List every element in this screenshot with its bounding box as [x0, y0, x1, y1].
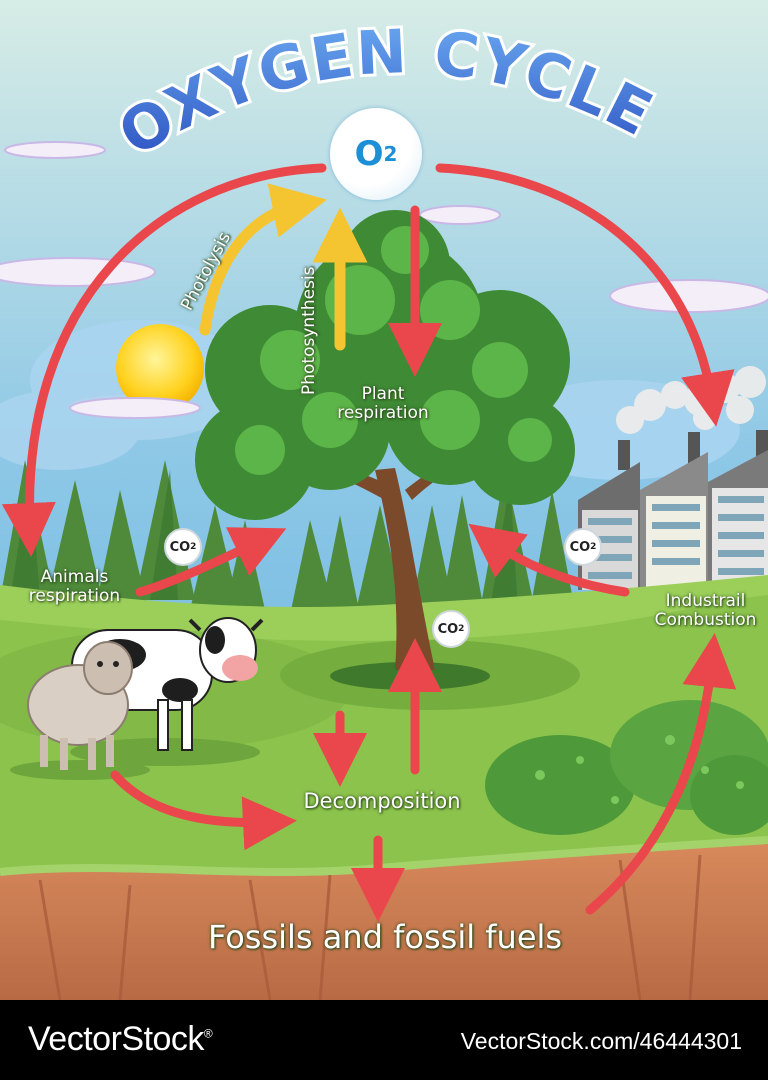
- brand-name: VectorStock: [28, 1020, 204, 1058]
- o2-subscript: 2: [383, 142, 398, 166]
- o2-symbol: O: [354, 134, 384, 174]
- brand-logo: VectorStock®: [28, 1020, 213, 1059]
- cycle-arrows: [1, 163, 737, 922]
- co2-symbol: CO: [437, 621, 459, 637]
- watermark-footer: VectorStock® VectorStock.com/46444301: [0, 1000, 768, 1080]
- label-fossils: Fossils and fossil fuels: [207, 918, 563, 956]
- light-arrows: [199, 183, 368, 351]
- label-decomposition: Decomposition: [303, 789, 461, 813]
- arrow-o2-to-animals: [1, 163, 327, 557]
- arrow-animals-co2-to-tree: [135, 527, 287, 597]
- sun-cloud: [69, 397, 201, 419]
- co2-symbol: CO: [169, 539, 191, 555]
- registered-mark: ®: [203, 1026, 213, 1041]
- label-animals-respiration: Animals respiration: [28, 567, 121, 606]
- arrow-animals-to-decomposition: [110, 770, 297, 851]
- label-industrial-combustion: Industrail Combustion: [654, 591, 757, 630]
- arrow-photolysis: [199, 183, 327, 336]
- label-photosynthesis: Photosynthesis: [299, 266, 319, 395]
- clouds: [0, 141, 768, 417]
- label-plant-respiration: Plant respiration: [337, 384, 429, 423]
- arrow-o2-to-industry: [435, 163, 735, 427]
- co2-subscript: 2: [590, 542, 597, 552]
- sun-icon: [116, 324, 204, 412]
- arrow-industry-co2-to-tree: [468, 523, 630, 597]
- co2-symbol: CO: [569, 539, 591, 555]
- arrow-fossils-to-combustion: [585, 633, 737, 915]
- stock-id: VectorStock.com/46444301: [460, 1028, 742, 1054]
- co2-subscript: 2: [458, 624, 465, 634]
- co2-subscript: 2: [190, 542, 197, 552]
- diagram-illustration: [0, 0, 768, 1000]
